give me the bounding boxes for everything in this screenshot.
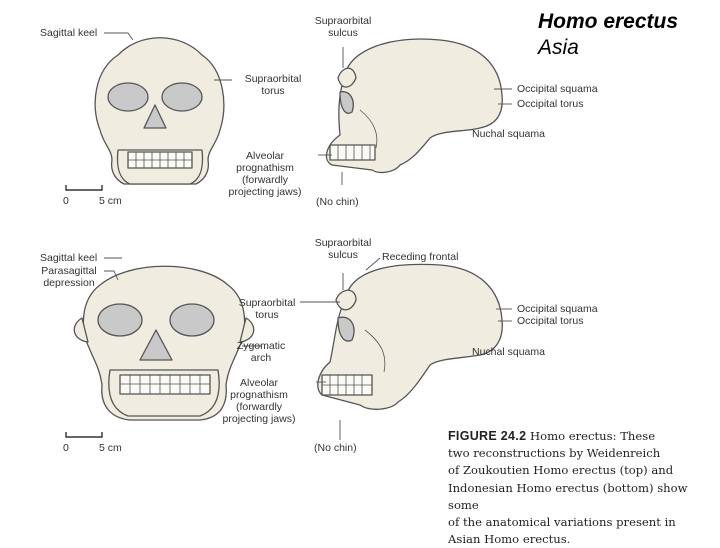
caption-line-1: Homo erectus: These (530, 429, 656, 443)
top-label-nuchal-squama: Nuchal squama (472, 128, 545, 140)
top-label-occipital-torus: Occipital torus (517, 98, 584, 110)
slide-subtitle: Asia (538, 36, 579, 59)
caption-figure-number: FIGURE 24.2 (448, 429, 527, 443)
bottom-label-no-chin: (No chin) (314, 442, 357, 454)
bottom-scale-five: 5 cm (99, 442, 122, 454)
bottom-side-brow (335, 289, 357, 311)
bottom-front-left-orbit (97, 303, 143, 337)
caption-line-4: Indonesian Homo erectus (bottom) show so… (448, 480, 688, 512)
bottom-label-alveolar-prognathism: Alveolar prognathism (forwardly projecti… (222, 377, 296, 425)
bottom-front-right-zygomatic (239, 317, 255, 343)
caption-line-3: of Zoukoutien Homo erectus (top) and (448, 463, 674, 478)
top-front-right-orbit (161, 82, 203, 112)
caption-line-2: two reconstructions by Weidenreich (448, 446, 661, 461)
bottom-front-nasal (139, 329, 173, 361)
bottom-front-left-zygomatic (73, 317, 89, 343)
top-label-alveolar-prognathism: Alveolar prognathism (forwardly projecti… (228, 150, 302, 198)
top-label-no-chin: (No chin) (316, 196, 359, 208)
slide-title: Homo erectus (538, 10, 679, 33)
bottom-label-zygomatic-arch: Zygomatic arch (236, 340, 286, 364)
bottom-front-skull (73, 265, 255, 421)
top-side-teeth (329, 144, 376, 161)
bottom-label-occipital-squama: Occipital squama (517, 303, 598, 315)
top-label-supraorbital-torus: Supraorbital torus (244, 73, 302, 97)
bottom-front-right-orbit (169, 303, 215, 337)
bottom-label-nuchal-squama: Nuchal squama (472, 346, 545, 358)
top-side-cranium (325, 38, 503, 174)
bottom-label-sagittal-keel: Sagittal keel (40, 252, 98, 264)
slide-title-block: Homo erectus Asia (538, 10, 678, 60)
bottom-label-parasagittal-depression: Parasagittal depression (41, 265, 97, 289)
bottom-scale-zero: 0 (63, 442, 69, 454)
bottom-label-supraorbital-torus: Supraorbital torus (238, 297, 296, 321)
bottom-scale-bar (65, 432, 103, 438)
bottom-side-cranium (317, 263, 503, 410)
bottom-label-receding-frontal: Receding frontal (382, 251, 459, 263)
top-side-skull (325, 38, 503, 174)
top-label-occipital-squama: Occipital squama (517, 83, 598, 95)
bottom-front-teeth (119, 374, 211, 395)
figure-caption: FIGURE 24.2 Homo erectus: These two reco… (448, 428, 716, 548)
top-scale-five: 5 cm (99, 195, 122, 207)
top-front-skull (94, 37, 225, 185)
top-side-orbit (339, 91, 354, 114)
scale-bars (65, 185, 103, 438)
bottom-side-orbit (337, 316, 355, 342)
top-front-cranium (94, 37, 225, 185)
top-front-left-orbit (107, 82, 149, 112)
top-scale-bar (65, 185, 103, 191)
bottom-label-occipital-torus: Occipital torus (517, 315, 584, 327)
top-label-sagittal-keel: Sagittal keel (40, 27, 98, 39)
bottom-side-skull (317, 263, 503, 410)
top-side-brow (337, 67, 357, 88)
top-front-nasal (143, 104, 167, 129)
bottom-label-supraorbital-sulcus: Supraorbital sulcus (314, 237, 372, 261)
caption-line-5: of the anatomical variations present in (448, 515, 676, 530)
top-scale-zero: 0 (63, 195, 69, 207)
leader-lines (104, 32, 512, 440)
top-label-supraorbital-sulcus: Supraorbital sulcus (314, 15, 372, 39)
